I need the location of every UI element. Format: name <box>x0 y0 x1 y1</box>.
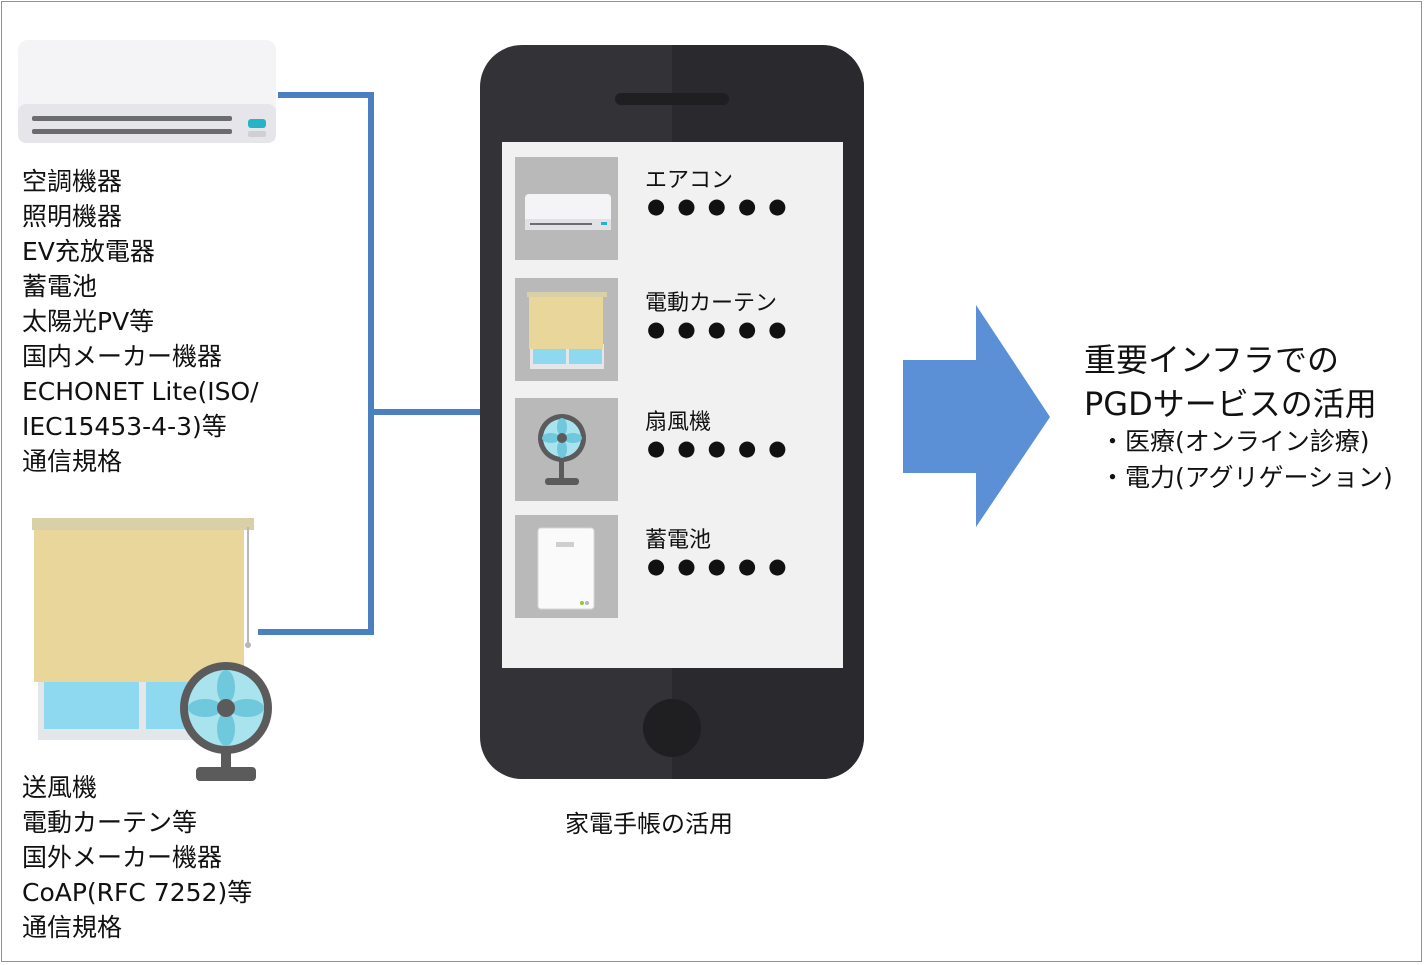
curtain-fan-illustration <box>32 518 272 781</box>
app-dots-aircon: ●●●●● <box>647 194 799 218</box>
phone-caption: 家電手帳の活用 <box>565 810 733 838</box>
connector-vertical <box>368 92 374 635</box>
fan-icon <box>538 414 586 485</box>
connector-bottom <box>258 629 374 635</box>
battery-icon <box>537 527 595 610</box>
app-dots-battery: ●●●●● <box>647 554 799 578</box>
app-thumb-aircon[interactable] <box>515 157 618 260</box>
right-title: 重要インフラでの PGDサービスの活用 <box>1084 341 1377 423</box>
left-top-device-list: 空調機器 照明機器 EV充放電器 蓄電池 太陽光PV等 国内メーカー機器 ECH… <box>22 167 259 476</box>
air-conditioner-icon <box>525 194 611 230</box>
app-name-fan[interactable]: 扇風機 <box>645 410 712 435</box>
connector-top <box>278 92 374 98</box>
left-bottom-device-list: 送風機 電動カーテン等 国外メーカー機器 CoAP(RFC 7252)等 通信規… <box>22 773 253 942</box>
app-dots-fan: ●●●●● <box>647 436 799 460</box>
app-name-battery[interactable]: 蓄電池 <box>645 528 712 553</box>
app-thumb-curtain[interactable] <box>515 278 618 381</box>
app-dots-curtain: ●●●●● <box>647 317 799 341</box>
connector-to-phone <box>368 409 482 415</box>
app-name-aircon[interactable]: エアコン <box>645 168 734 193</box>
app-name-curtain[interactable]: 電動カーテン <box>645 291 778 316</box>
right-arrow-icon <box>903 305 1050 527</box>
app-thumb-fan[interactable] <box>515 398 618 501</box>
app-thumb-battery[interactable] <box>515 515 618 618</box>
curtain-icon <box>527 292 607 369</box>
air-conditioner-icon <box>18 40 276 143</box>
right-usage-list: ・医療(オンライン診療) ・電力(アグリゲーション) <box>1100 427 1393 492</box>
